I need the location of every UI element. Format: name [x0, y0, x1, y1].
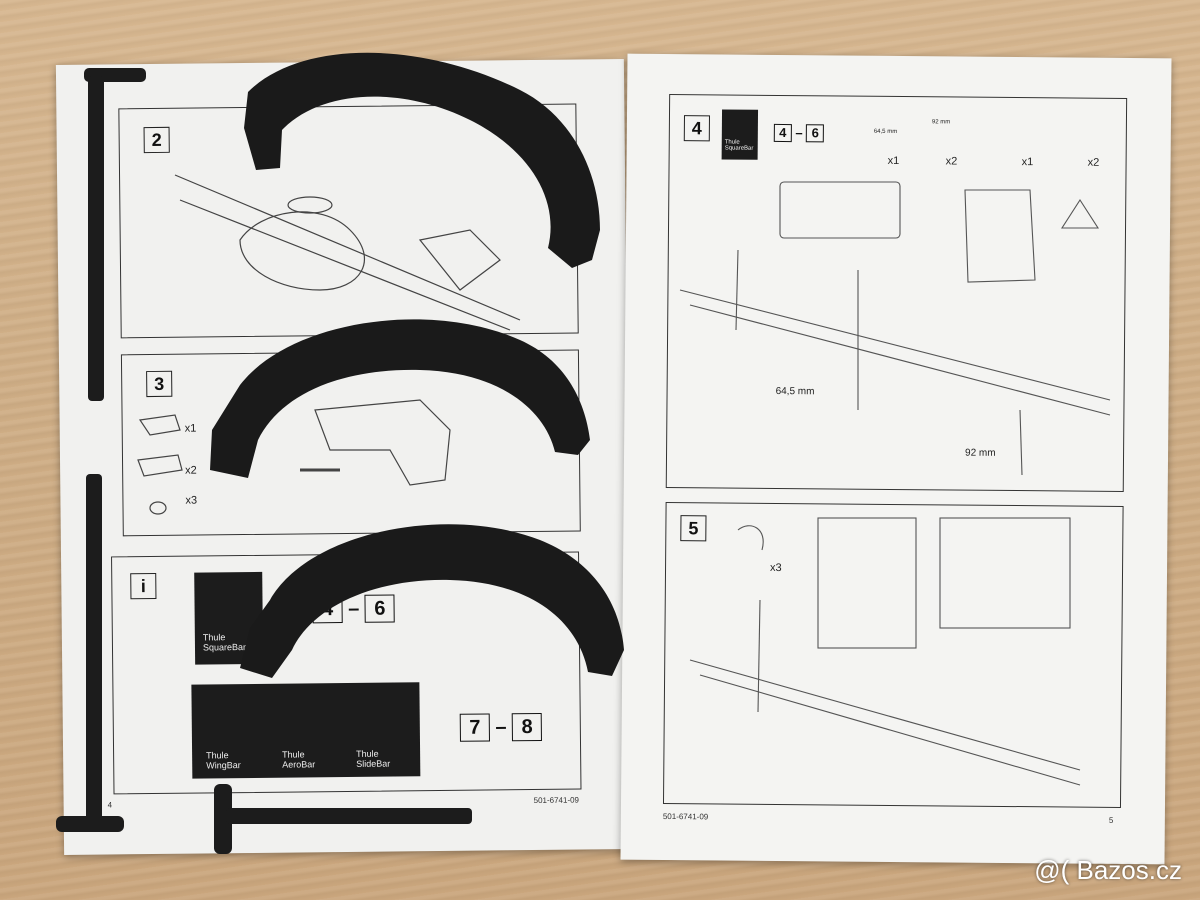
t-bolt-long [56, 474, 124, 832]
step3-drawing [137, 399, 451, 515]
t-bolt-long [84, 68, 146, 401]
step4-drawing [679, 181, 1111, 476]
rubber-strap [210, 319, 590, 478]
step2-drawing [174, 174, 521, 331]
t-bolt-short [214, 784, 472, 854]
rubber-strap [244, 52, 600, 268]
watermark: @( Bazos.cz [1034, 855, 1182, 885]
step5-drawing [689, 517, 1081, 786]
rubber-strap [240, 524, 624, 678]
